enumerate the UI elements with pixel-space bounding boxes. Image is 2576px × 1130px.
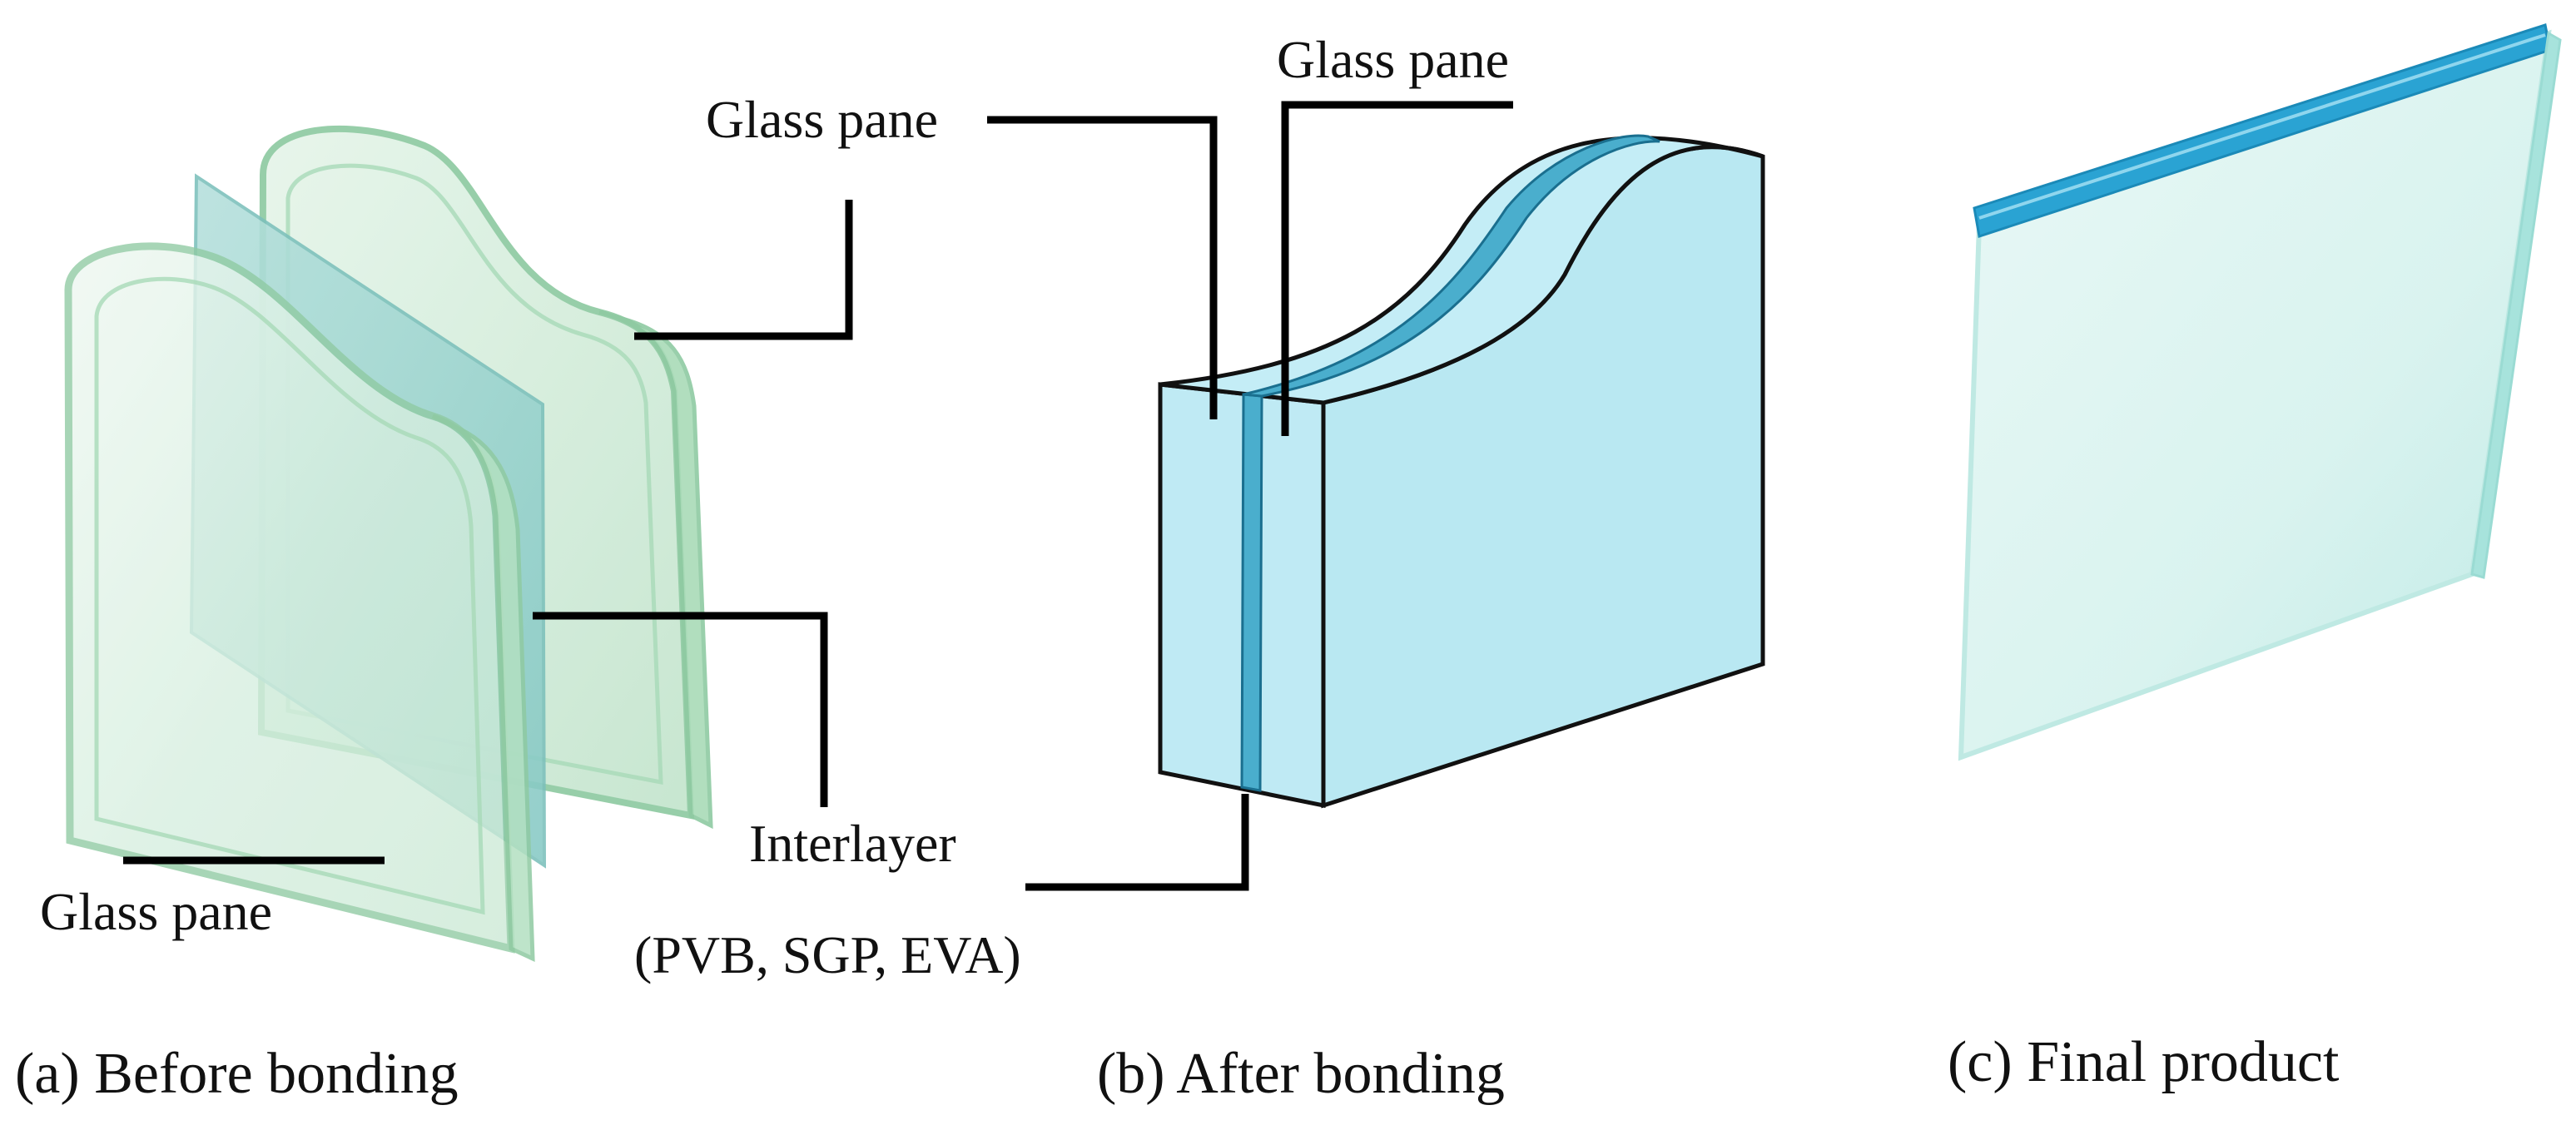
leader-line-back-pane bbox=[634, 200, 853, 340]
leader-line-interlayer-a bbox=[533, 612, 828, 807]
before-bonding-group bbox=[64, 125, 853, 962]
product-right-edge bbox=[2470, 31, 2562, 579]
laminate-interlayer-top bbox=[1243, 134, 1660, 398]
front-glass-pane bbox=[64, 242, 535, 962]
leader-line-right-pane bbox=[1281, 101, 1513, 436]
final-product-group bbox=[1958, 23, 2562, 761]
label-glass-pane-top-left: Glass pane bbox=[706, 90, 939, 149]
after-bonding-group bbox=[987, 101, 1765, 891]
caption-before-bonding: (a) Before bonding bbox=[15, 1042, 459, 1106]
caption-after-bonding: (b) After bonding bbox=[1097, 1042, 1505, 1106]
caption-final-product: (c) Final product bbox=[1948, 1030, 2340, 1094]
product-top-edge-highlight bbox=[1978, 33, 2546, 220]
label-interlayer: Interlayer bbox=[749, 814, 956, 873]
label-glass-pane-top-right: Glass pane bbox=[1277, 30, 1510, 89]
leader-line-left-pane bbox=[987, 116, 1218, 419]
label-glass-pane-bottom: Glass pane bbox=[40, 882, 273, 941]
label-interlayer-materials: (PVB, SGP, EVA) bbox=[634, 925, 1021, 984]
laminate-interlayer-edge bbox=[1240, 393, 1263, 792]
leader-line-interlayer-b bbox=[1025, 794, 1249, 891]
